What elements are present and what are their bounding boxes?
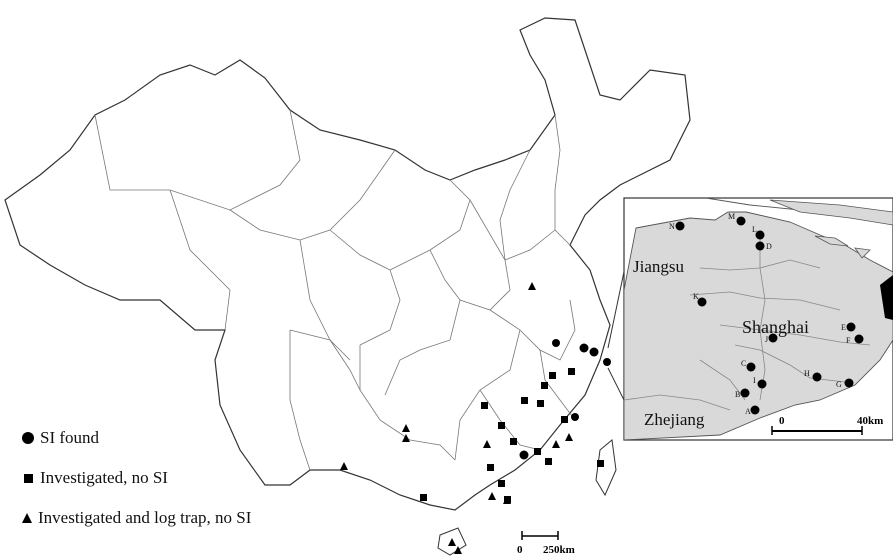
- circle-symbol-icon: [22, 432, 34, 444]
- circle-marker: [589, 347, 599, 357]
- triangle-symbol-icon: [22, 513, 32, 523]
- inset-site-c: [746, 362, 756, 372]
- inset-site-b: [740, 388, 750, 398]
- triangle-marker: [483, 440, 491, 448]
- legend-row-investigated: Investigated, no SI: [22, 465, 251, 491]
- inset-site-g: [844, 378, 854, 388]
- inset-site-f: [854, 334, 864, 344]
- inset-site-j: [768, 333, 778, 343]
- site-letter-l: L: [752, 225, 757, 234]
- square-marker: [487, 464, 494, 471]
- legend-row-si-found: SI found: [22, 425, 251, 451]
- triangle-marker: [402, 424, 410, 432]
- taiwan-island: [595, 439, 617, 497]
- inset-site-k: [697, 297, 707, 307]
- square-marker: [510, 438, 517, 445]
- site-letter-a: A: [745, 407, 751, 416]
- square-marker: [498, 480, 505, 487]
- main-scale-zero: 0: [517, 544, 523, 556]
- legend-label-investigated: Investigated, no SI: [40, 468, 168, 487]
- inset-site-m: [736, 216, 746, 226]
- main-log-trap-markers: [340, 282, 573, 554]
- circle-marker: [552, 339, 560, 347]
- site-letter-c: C: [741, 359, 746, 368]
- legend-row-log-trap: Investigated and log trap, no SI: [22, 505, 251, 531]
- square-symbol-icon: [24, 473, 33, 483]
- square-marker: [561, 416, 568, 423]
- label-jiangsu: Jiangsu: [633, 257, 685, 276]
- triangle-marker: [503, 496, 511, 504]
- inset-small-island: [814, 235, 849, 247]
- inset-land: [624, 211, 893, 440]
- label-zhejiang: Zhejiang: [644, 410, 705, 429]
- square-marker: [545, 458, 552, 465]
- triangle-marker: [488, 492, 496, 500]
- circle-marker: [519, 450, 529, 460]
- inset-site-n: [675, 221, 685, 231]
- square-marker: [541, 382, 548, 389]
- square-marker: [568, 368, 575, 375]
- inset-site-i: [757, 379, 767, 389]
- site-letter-i: I: [753, 376, 756, 385]
- site-letter-e: E: [841, 323, 846, 332]
- inset-chongming-island: [769, 199, 893, 226]
- site-letter-m: M: [728, 212, 735, 221]
- site-letter-d: D: [766, 242, 772, 251]
- square-marker: [549, 372, 556, 379]
- site-letter-j: J: [765, 335, 768, 344]
- square-marker: [534, 448, 541, 455]
- main-si-found-markers: [519, 339, 611, 460]
- inset-small-island: [854, 247, 871, 259]
- square-marker: [420, 494, 427, 501]
- triangle-marker: [552, 440, 560, 448]
- inset-scale-distance: 40km: [857, 415, 883, 427]
- square-marker: [498, 422, 505, 429]
- triangle-marker: [340, 462, 348, 470]
- triangle-marker: [454, 546, 462, 554]
- inset-site-l: [755, 230, 765, 240]
- square-marker: [597, 460, 604, 467]
- province-borders: [94, 109, 576, 471]
- label-shanghai: Shanghai: [742, 317, 809, 337]
- circle-marker: [571, 413, 579, 421]
- legend-label-si-found: SI found: [40, 428, 100, 447]
- site-letter-b: B: [735, 390, 740, 399]
- inset-scale-zero: 0: [779, 415, 785, 427]
- square-marker: [537, 400, 544, 407]
- site-letter-n: N: [669, 222, 675, 231]
- square-marker: [521, 397, 528, 404]
- triangle-marker: [528, 282, 536, 290]
- inset-scale-bar: 0 40km: [771, 415, 883, 435]
- legend-label-log-trap: Investigated and log trap, no SI: [38, 508, 252, 527]
- site-letter-k: K: [693, 292, 699, 301]
- inset-site-a: [750, 405, 760, 415]
- inset-east-coast-shape: [880, 275, 893, 320]
- site-letter-h: H: [804, 369, 810, 378]
- circle-marker: [579, 343, 589, 353]
- triangle-marker: [402, 434, 410, 442]
- legend: SI found Investigated, no SI Investigate…: [22, 425, 251, 531]
- inset-site-e: [846, 322, 856, 332]
- inset-site-h: [812, 372, 822, 382]
- triangle-marker: [448, 538, 456, 546]
- site-letter-f: F: [846, 336, 851, 345]
- main-no-si-markers: [420, 368, 604, 503]
- china-outline: [4, 17, 691, 511]
- shanghai-inset: Jiangsu Shanghai Zhejiang N M L D K J: [623, 197, 893, 441]
- main-scale-distance: 250km: [543, 544, 575, 556]
- site-letter-g: G: [836, 380, 842, 389]
- circle-marker: [603, 358, 611, 366]
- square-marker: [481, 402, 488, 409]
- triangle-marker: [565, 433, 573, 441]
- inset-site-d: [755, 241, 765, 251]
- main-scale-bar: 0 250km: [517, 531, 575, 556]
